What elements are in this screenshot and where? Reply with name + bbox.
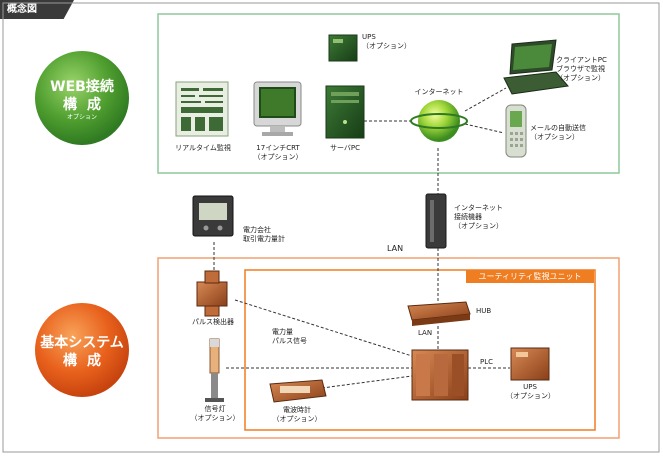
inet-device-label: インターネット 接続機器 （オプション） — [454, 204, 503, 231]
ups-bottom-line1: UPS — [523, 383, 537, 391]
power-signal-label: 電力量 パルス信号 — [272, 328, 307, 346]
realtime-monitor-device — [175, 81, 229, 137]
clock-label: 電波時計 （オプション） — [268, 406, 326, 424]
lan-small-label: LAN — [418, 329, 433, 337]
internet-label: インターネット — [414, 88, 464, 96]
client-line1: クライアントPC — [556, 56, 607, 64]
ups-top-line2: （オプション） — [362, 42, 411, 50]
mail-line1: メールの自動送信 — [530, 124, 586, 132]
client-label: クライアントPC ブラウザで監視 （オプション） — [556, 56, 607, 83]
web-section-box — [157, 13, 620, 174]
clock-line2: （オプション） — [272, 415, 322, 423]
signal-line2: （オプション） — [190, 414, 240, 422]
internet-connection-device — [425, 193, 447, 249]
ups-top-device — [328, 34, 358, 62]
hub-label: HUB — [476, 307, 492, 315]
pulse-detector-device — [196, 270, 228, 317]
utility-unit-label: ユーティリティ監視ユニット — [466, 270, 594, 283]
web-title-note: オプション — [66, 114, 97, 121]
plc-label: PLC — [480, 358, 494, 366]
signal-label: 信号灯 （オプション） — [190, 405, 240, 423]
lan-main-label: LAN — [387, 244, 404, 253]
meter-line2: 取引電力量計 — [243, 235, 285, 243]
web-title-line1: WEB接続 — [50, 79, 114, 95]
power-signal-line2: パルス信号 — [272, 337, 307, 345]
connection-lines — [213, 87, 510, 389]
ups-bottom-label: UPS （オプション） — [506, 383, 555, 401]
ups-top-label: UPS （オプション） — [362, 33, 411, 51]
mobile-phone-device — [505, 104, 527, 158]
utility-unit-box — [244, 269, 596, 431]
meter-label: 電力会社 取引電力量計 — [243, 226, 285, 244]
realtime-label: リアルタイム監視 — [175, 144, 231, 152]
signal-line1: 信号灯 — [204, 405, 226, 413]
server-pc-device — [325, 85, 365, 139]
hub-device — [407, 301, 471, 326]
mail-label: メールの自動送信 （オプション） — [530, 124, 586, 142]
signal-light-device — [205, 338, 224, 402]
client-line3: （オプション） — [556, 74, 605, 82]
clock-line1: 電波時計 — [283, 406, 311, 414]
meter-line1: 電力会社 — [243, 226, 271, 234]
server-label: サーバPC — [329, 144, 361, 152]
internet-globe-icon — [410, 100, 468, 142]
basic-title-line1: 基本システム — [40, 335, 124, 351]
web-title-line2: 構成 — [63, 97, 111, 113]
ups-bottom-line2: （オプション） — [506, 392, 555, 400]
crt-label-line2: （オプション） — [253, 153, 303, 161]
mail-line2: （オプション） — [530, 133, 579, 141]
pulse-label: パルス検出器 — [192, 318, 234, 326]
client-line2: ブラウザで監視 — [556, 65, 605, 73]
basic-section-circle — [35, 303, 129, 397]
ups-bottom-device — [510, 347, 550, 381]
crt-label-line1: 17インチCRT — [256, 144, 300, 152]
web-section-title: WEB接続 構成 オプション — [35, 78, 129, 122]
crt-label: 17インチCRT （オプション） — [248, 144, 308, 162]
crt-monitor-device — [253, 81, 302, 136]
power-signal-line1: 電力量 — [272, 328, 293, 336]
inet-dev-line1: インターネット — [454, 204, 503, 212]
power-meter-device — [192, 195, 234, 237]
client-laptop-device — [503, 39, 569, 95]
inet-dev-line3: （オプション） — [454, 222, 503, 230]
inet-dev-line2: 接続機器 — [454, 213, 482, 221]
header-title: 概念図 — [0, 0, 74, 19]
ups-top-line1: UPS — [362, 33, 376, 41]
radio-clock-device — [269, 379, 327, 403]
web-section-circle — [35, 51, 129, 145]
basic-section-title: 基本システム 構成 — [35, 334, 129, 370]
utility-main-unit-device — [411, 349, 469, 401]
basic-title-line2: 構成 — [63, 353, 111, 369]
